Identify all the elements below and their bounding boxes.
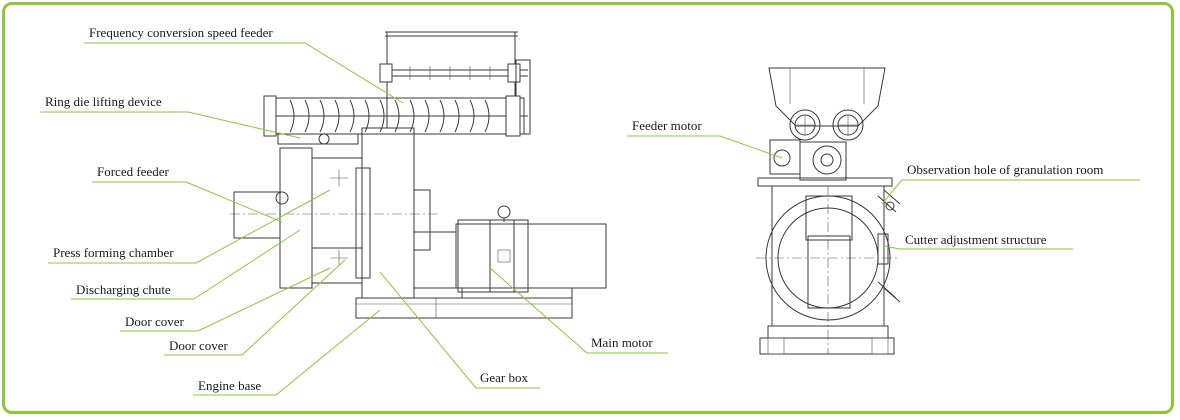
label-frequency-conversion-speed-feeder: Frequency conversion speed feeder [84, 25, 404, 104]
diagram-frame [2, 2, 1174, 414]
label-observation-hole: Observation hole of granulation room [881, 162, 1140, 205]
label-ring-die-lifting-device: Ring die lifting device [40, 94, 301, 139]
label-text: Main motor [591, 335, 653, 350]
label-text: Door cover [169, 338, 229, 353]
label-text: Feeder motor [632, 118, 702, 133]
label-text: Discharging chute [76, 282, 171, 297]
label-press-forming-chamber: Press forming chamber [48, 189, 331, 264]
label-discharging-chute: Discharging chute [71, 229, 301, 300]
side-view-drawing [230, 31, 607, 319]
label-text: Observation hole of granulation room [907, 162, 1103, 177]
label-text: Frequency conversion speed feeder [89, 25, 273, 40]
label-gear-box: Gear box [379, 271, 540, 389]
label-door-cover-1: Door cover [120, 267, 331, 332]
label-engine-base: Engine base [193, 309, 381, 396]
label-text: Gear box [480, 370, 529, 385]
label-text: Engine base [198, 378, 261, 393]
label-door-cover-2: Door cover [164, 259, 346, 356]
label-cutter-adjustment-structure: Cutter adjustment structure [883, 232, 1073, 250]
label-main-motor: Main motor [489, 267, 668, 354]
label-text: Forced feeder [97, 164, 169, 179]
label-text: Press forming chamber [53, 245, 174, 260]
label-forced-feeder: Forced feeder [92, 164, 283, 223]
label-text: Door cover [125, 314, 185, 329]
label-feeder-motor: Feeder motor [627, 118, 783, 159]
label-text: Cutter adjustment structure [905, 232, 1047, 247]
label-text: Ring die lifting device [45, 94, 162, 109]
front-view-drawing [756, 67, 901, 355]
